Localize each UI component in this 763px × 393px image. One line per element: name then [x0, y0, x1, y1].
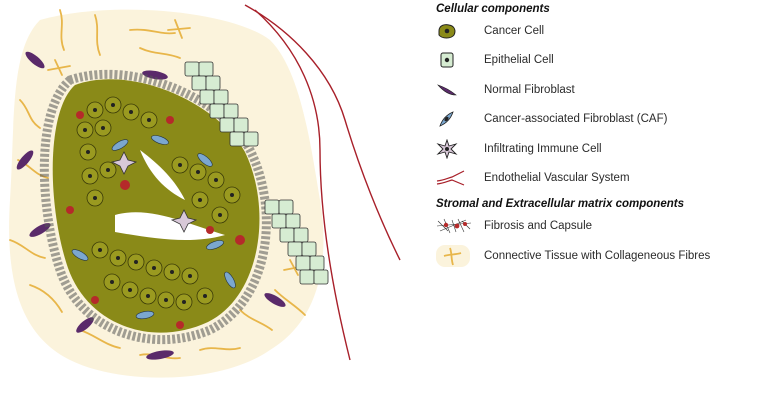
- legend-label: Normal Fibroblast: [484, 84, 575, 96]
- epithelial-cell-icon: [436, 50, 472, 70]
- caf-icon: [436, 109, 472, 129]
- normal-fibroblast-icon: [436, 80, 472, 100]
- legend-item-caf: Cancer-associated Fibroblast (CAF): [436, 109, 761, 129]
- legend-item-cancer-cell: Cancer Cell: [436, 21, 761, 41]
- legend-item-vascular-system: Endothelial Vascular System: [436, 168, 761, 188]
- legend-item-immune-cell: Infiltrating Immune Cell: [436, 139, 761, 159]
- legend-item-epithelial-cell: Epithelial Cell: [436, 50, 761, 70]
- legend-label: Cancer-associated Fibroblast (CAF): [484, 113, 667, 125]
- legend-item-fibrosis-capsule: Fibrosis and Capsule: [436, 216, 761, 236]
- legend-label: Fibrosis and Capsule: [484, 220, 592, 232]
- immune-cell-icon: [436, 139, 472, 159]
- vascular-system-icon: [436, 168, 472, 188]
- legend-heading-stromal: Stromal and Extracellular matrix compone…: [436, 197, 761, 211]
- legend-label: Infiltrating Immune Cell: [484, 143, 602, 155]
- legend-heading-cellular: Cellular components: [436, 2, 761, 16]
- legend-item-normal-fibroblast: Normal Fibroblast: [436, 80, 761, 100]
- legend-item-collagen-fibre: Connective Tissue with Collageneous Fibr…: [436, 246, 761, 266]
- fibrosis-capsule-icon: [436, 216, 472, 236]
- legend-label: Epithelial Cell: [484, 54, 554, 66]
- tumour-illustration: [0, 0, 430, 393]
- legend-label: Connective Tissue with Collageneous Fibr…: [484, 250, 710, 262]
- cancer-cell-icon: [436, 21, 472, 41]
- legend-label: Cancer Cell: [484, 25, 544, 37]
- legend: Cellular components Cancer Cell Epitheli…: [436, 2, 761, 275]
- legend-label: Endothelial Vascular System: [484, 172, 630, 184]
- collagen-fibre-icon: [436, 246, 472, 266]
